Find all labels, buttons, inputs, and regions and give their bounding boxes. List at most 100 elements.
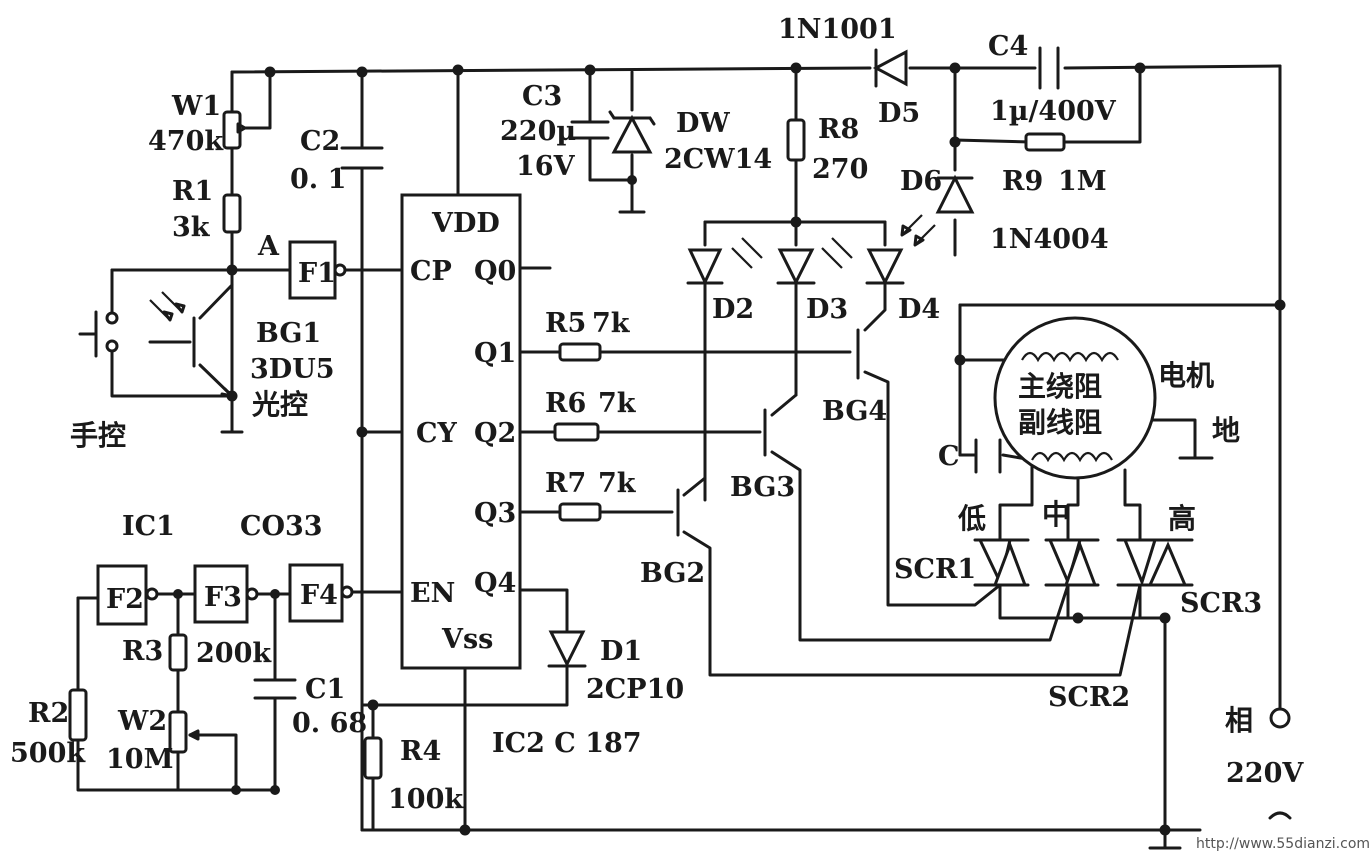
r6-resistor — [553, 422, 600, 442]
r4-value: 100k — [388, 784, 464, 815]
ic2-chip — [400, 193, 522, 670]
r5-label: R5 — [545, 308, 586, 339]
scr2-label: SCR2 — [1048, 682, 1130, 713]
r5-resistor — [558, 342, 602, 362]
r7-resistor — [558, 502, 602, 522]
f2-label: F2 — [106, 584, 144, 615]
r7-label: R7 — [545, 468, 586, 499]
d1-part: 2CP10 — [586, 674, 684, 705]
motor-cap-label: C — [938, 441, 960, 472]
r9-value: 1M — [1058, 166, 1107, 197]
scr1-triac — [973, 538, 1030, 587]
f4-label: F4 — [300, 580, 338, 611]
c3-label: C3 — [522, 81, 562, 112]
speed-mid: 中 — [1042, 498, 1070, 531]
c2-label: C2 — [300, 126, 340, 157]
scr3-label: SCR3 — [1180, 588, 1262, 619]
mains-voltage: 220V — [1226, 758, 1304, 789]
manual-label: 手控 — [70, 419, 126, 452]
c1-value: 0. 68 — [292, 708, 367, 739]
w1-potentiometer — [222, 110, 247, 150]
d2-label: D2 — [712, 294, 754, 325]
watermark: http://www.55dianzi.com — [1196, 836, 1370, 852]
f2-gate — [96, 564, 159, 626]
f4-gate — [288, 563, 354, 623]
bg1-phototransistor — [149, 291, 234, 398]
c4-label: C4 — [988, 31, 1028, 62]
d5-part: 1N1001 — [778, 14, 897, 45]
d3-label: D3 — [806, 294, 848, 325]
motor-capacitor — [974, 438, 1002, 474]
bg4-label: BG4 — [822, 396, 887, 427]
dw-label: DW — [676, 108, 730, 139]
bg3-label: BG3 — [730, 472, 795, 503]
pin-q2: Q2 — [474, 418, 516, 449]
w1-label: W1 — [171, 91, 221, 122]
dw-part: 2CW14 — [664, 144, 772, 175]
mains-terminal-neutral — [1268, 811, 1292, 820]
r6-value: 7k — [598, 388, 637, 419]
w2-potentiometer — [168, 710, 200, 754]
r9-resistor — [1024, 132, 1066, 152]
wires — [76, 64, 1282, 850]
mains-terminal-phase — [1269, 707, 1291, 729]
node-a-label: A — [257, 231, 280, 262]
d4-led — [865, 248, 905, 286]
co33-label: CO33 — [240, 511, 323, 542]
d1-label: D1 — [600, 636, 642, 667]
r3-label: R3 — [122, 636, 163, 667]
bg1-part: 3DU5 — [250, 354, 335, 385]
r6-label: R6 — [545, 388, 586, 419]
f1-label: F1 — [298, 258, 336, 289]
d1-diode — [547, 630, 587, 668]
speed-high: 高 — [1168, 502, 1196, 535]
speed-low: 低 — [957, 502, 986, 535]
c2-capacitor — [340, 146, 384, 170]
r1-label: R1 — [172, 176, 213, 207]
f3-label: F3 — [204, 582, 242, 613]
c3-voltage: 16V — [516, 151, 576, 182]
c1-label: C1 — [305, 674, 345, 705]
pin-cp: CP — [410, 256, 452, 287]
r2-label: R2 — [28, 698, 69, 729]
w2-value: 10M — [106, 744, 173, 775]
pin-q4: Q4 — [474, 568, 516, 599]
c4-capacitor — [1038, 46, 1060, 90]
r1-resistor — [222, 193, 242, 234]
bg2-label: BG2 — [640, 558, 705, 589]
w1-value: 470k — [148, 126, 224, 157]
d5-diode — [872, 48, 908, 88]
bg1-label: BG1 — [256, 318, 321, 349]
f3-gate — [193, 564, 259, 624]
pin-en: EN — [410, 578, 455, 609]
ic2-label: IC2 C 187 — [492, 728, 642, 759]
pin-vdd: VDD — [431, 208, 500, 239]
d6-part: 1N4004 — [990, 224, 1109, 255]
ic1-label: IC1 — [122, 511, 175, 542]
r8-value: 270 — [812, 154, 868, 185]
ground-label: 地 — [1212, 414, 1240, 447]
c1-capacitor — [253, 678, 297, 700]
c4-value: 1µ/400V — [990, 96, 1117, 127]
r7-value: 7k — [598, 468, 637, 499]
pin-q1: Q1 — [474, 338, 516, 369]
manual-switch — [78, 310, 119, 358]
motor-label: 电机 — [1158, 359, 1214, 392]
pin-q0: Q0 — [474, 256, 516, 287]
junction-dots — [173, 62, 1286, 836]
dw-zener — [608, 110, 656, 154]
motor-main-winding: 主绕阻 — [1018, 370, 1102, 403]
d2-led — [686, 237, 763, 286]
r9-label: R9 — [1002, 166, 1043, 197]
scr2-triac — [1044, 538, 1100, 587]
r3-resistor — [168, 633, 188, 672]
d6-label: D6 — [900, 166, 942, 197]
d4-label: D4 — [898, 294, 940, 325]
c3-capacitor — [570, 120, 610, 140]
bg1-note: 光控 — [251, 388, 308, 421]
r2-resistor — [68, 688, 88, 742]
r4-label: R4 — [400, 736, 441, 767]
r2-value: 500k — [10, 738, 86, 769]
r8-resistor — [786, 118, 806, 162]
